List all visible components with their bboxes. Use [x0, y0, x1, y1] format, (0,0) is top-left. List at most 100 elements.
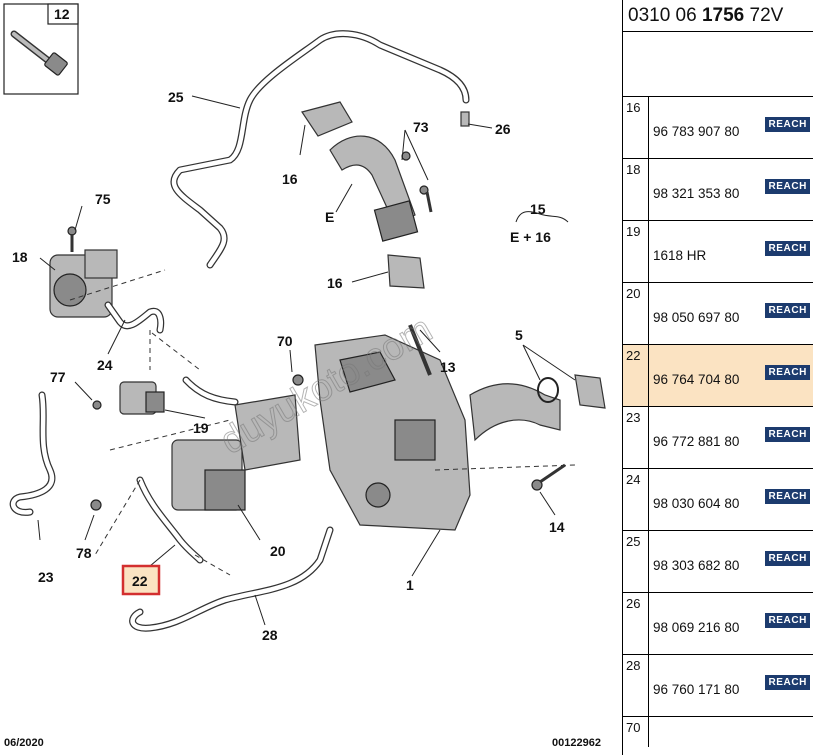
row-ref-number: 18	[623, 159, 649, 220]
part-number: 96 760 171 80	[653, 682, 740, 697]
callout-5[interactable]: 5	[515, 327, 523, 343]
egr-valve-20	[171, 394, 301, 511]
row-part-cell: 96 772 881 80 REACH	[649, 407, 813, 468]
reach-badge: REACH	[765, 427, 810, 442]
table-row[interactable]: 24 98 030 604 80 REACH	[623, 469, 813, 531]
part-number: 98 321 353 80	[653, 186, 740, 201]
ref-bold: 1756	[701, 5, 745, 26]
row-ref-number: 24	[623, 469, 649, 530]
table-row[interactable]: 70	[623, 717, 813, 747]
reach-badge: REACH	[765, 303, 810, 318]
callout-26[interactable]: 26	[495, 121, 511, 137]
callout-15[interactable]: 15	[530, 201, 546, 217]
footer-ref: 00122962	[552, 737, 601, 749]
callout-18[interactable]: 18	[12, 249, 28, 265]
callout-14[interactable]: 14	[549, 519, 565, 535]
callout-12[interactable]: 12	[54, 6, 70, 22]
pipe-28	[129, 526, 334, 632]
callout-16-bottom[interactable]: 16	[327, 275, 343, 291]
callout-22[interactable]: 22	[132, 573, 148, 589]
row-ref-number: 16	[623, 97, 649, 158]
row-part-cell	[649, 717, 813, 747]
callout-28[interactable]: 28	[262, 627, 278, 643]
ref-suffix: 72V	[744, 5, 784, 26]
row-ref-number: 23	[623, 407, 649, 468]
table-spacer	[623, 32, 813, 97]
part-number: 98 030 604 80	[653, 496, 740, 511]
reach-badge: REACH	[765, 241, 810, 256]
callout-78[interactable]: 78	[76, 545, 92, 561]
table-row[interactable]: 18 98 321 353 80 REACH	[623, 159, 813, 221]
callout-13[interactable]: 13	[440, 359, 456, 375]
row-part-cell: 98 050 697 80 REACH	[649, 283, 813, 344]
reach-badge: REACH	[765, 365, 810, 380]
bolt-77	[92, 400, 102, 410]
reach-badge: REACH	[765, 675, 810, 690]
ref-prefix: 0310 06	[628, 5, 702, 26]
callout-23[interactable]: 23	[38, 569, 54, 585]
bolt-70	[292, 374, 304, 386]
callout-e[interactable]: E	[325, 209, 334, 225]
callout-70[interactable]: 70	[277, 333, 293, 349]
row-part-cell: 98 030 604 80 REACH	[649, 469, 813, 530]
reach-badge: REACH	[765, 179, 810, 194]
part-number: 96 772 881 80	[653, 434, 740, 449]
row-ref-number: 25	[623, 531, 649, 592]
gasket-5	[537, 374, 606, 409]
callout-25[interactable]: 25	[168, 89, 184, 105]
row-part-cell: 1618 HR REACH	[649, 221, 813, 282]
bolt-icon	[10, 30, 68, 76]
reach-badge: REACH	[765, 117, 810, 132]
bolt-inset: 12	[3, 3, 79, 95]
footer-date: 06/2020	[4, 737, 44, 749]
callout-75[interactable]: 75	[95, 191, 111, 207]
egr-cooler-module-1	[314, 324, 561, 531]
row-part-cell: 98 069 216 80 REACH	[649, 593, 813, 654]
row-ref-number: 28	[623, 655, 649, 716]
part-number: 1618 HR	[653, 248, 707, 263]
row-ref-number: 70	[623, 717, 649, 747]
callout-20[interactable]: 20	[270, 543, 286, 559]
row-ref-number: 22	[623, 345, 649, 406]
callout-73[interactable]: 73	[413, 119, 429, 135]
sensor-19	[119, 376, 239, 415]
callout-1[interactable]: 1	[406, 577, 414, 593]
bolt-78	[90, 499, 102, 511]
row-part-cell: 96 760 171 80 REACH	[649, 655, 813, 716]
table-row[interactable]: 22 96 764 704 80 REACH	[623, 345, 813, 407]
callout-22-highlight[interactable]: 22	[121, 564, 161, 596]
pipe-23	[9, 391, 56, 516]
exploded-parts-diagram: 12	[3, 3, 606, 749]
pipe-25	[170, 30, 470, 269]
part-number: 96 764 704 80	[653, 372, 740, 387]
egr-pipe-e	[301, 101, 433, 289]
diagram-reference-header: 0310 06 1756 72V	[623, 0, 813, 32]
table-row[interactable]: 26 98 069 216 80 REACH	[623, 593, 813, 655]
row-part-cell: 96 764 704 80 REACH	[649, 345, 813, 406]
part-number: 98 303 682 80	[653, 558, 740, 573]
bolt-14	[531, 463, 566, 491]
row-part-cell: 98 321 353 80 REACH	[649, 159, 813, 220]
row-ref-number: 26	[623, 593, 649, 654]
callout-24[interactable]: 24	[97, 357, 113, 373]
callout-e-plus-16[interactable]: E + 16	[510, 229, 551, 245]
part-number: 98 050 697 80	[653, 310, 740, 325]
table-row[interactable]: 28 96 760 171 80 REACH	[623, 655, 813, 717]
table-row[interactable]: 19 1618 HR REACH	[623, 221, 813, 283]
reach-badge: REACH	[765, 489, 810, 504]
row-ref-number: 19	[623, 221, 649, 282]
callout-16-top[interactable]: 16	[282, 171, 298, 187]
callout-77[interactable]: 77	[50, 369, 66, 385]
callout-19[interactable]: 19	[193, 420, 209, 436]
part-number: 98 069 216 80	[653, 620, 740, 635]
hose-24	[104, 301, 165, 334]
reach-badge: REACH	[765, 613, 810, 628]
table-row[interactable]: 23 96 772 881 80 REACH	[623, 407, 813, 469]
